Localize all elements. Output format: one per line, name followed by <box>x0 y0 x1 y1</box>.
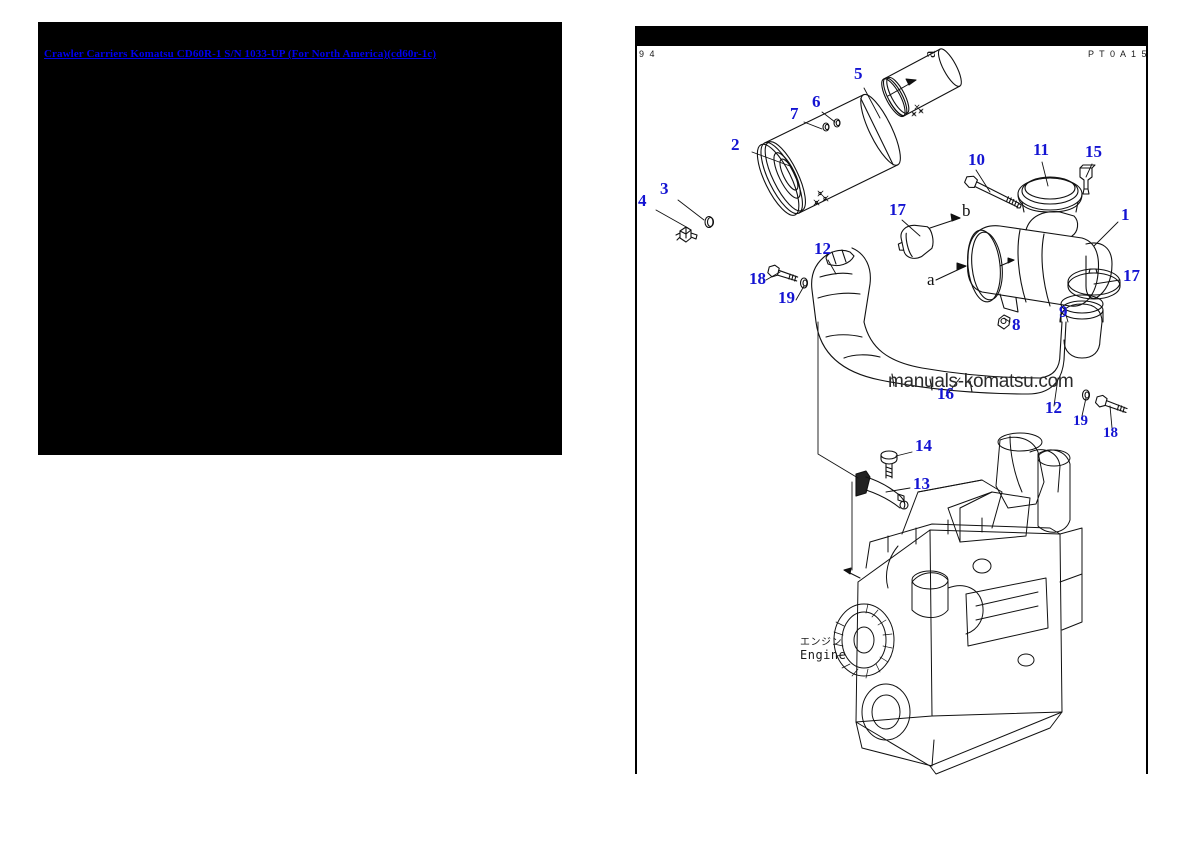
callout-13: 13 <box>913 474 930 493</box>
section-marker-a-bottom: a <box>927 270 935 289</box>
callout-3: 3 <box>660 179 669 198</box>
callout-6: 6 <box>812 92 821 111</box>
callout-5: 5 <box>854 64 863 83</box>
callout-12-right: 12 <box>1045 398 1062 417</box>
callout-12-left: 12 <box>814 239 831 258</box>
engine-label: エンジン Engine <box>800 636 846 662</box>
diagram-drawing-code: P T 0 A 1 5 <box>1088 49 1148 59</box>
diagram-top-bar <box>635 26 1148 46</box>
callout-9: 9 <box>1059 302 1068 321</box>
callout-18-right: 18 <box>1103 425 1118 441</box>
callout-16: 16 <box>937 384 954 403</box>
callout-7: 7 <box>790 104 799 123</box>
callout-17-left: 17 <box>889 200 906 219</box>
callout-14: 14 <box>915 436 932 455</box>
parts-diagram-pane: 9 4 P T 0 A 1 5 <box>630 22 1154 778</box>
document-preview-box <box>38 22 562 455</box>
callout-11: 11 <box>1033 140 1050 159</box>
section-marker-b: b <box>962 201 971 220</box>
callout-19-right: 19 <box>1073 413 1088 429</box>
watermark-text: manuals-komatsu.com <box>888 371 1074 392</box>
engine-label-japanese: エンジン <box>800 637 842 648</box>
callout-8: 8 <box>1012 315 1021 334</box>
callout-18-left: 18 <box>749 269 766 288</box>
callout-2: 2 <box>731 135 740 154</box>
engine-label-english: Engine <box>800 648 847 662</box>
section-marker-a-top: a <box>920 50 939 58</box>
diagram-page-number: 9 4 <box>639 49 657 59</box>
callout-17-right: 17 <box>1123 266 1140 285</box>
diagram-frame <box>635 26 1148 774</box>
callout-10: 10 <box>968 150 985 169</box>
callout-4: 4 <box>638 191 647 210</box>
diagram-line-art <box>630 22 1154 778</box>
callout-19-left: 19 <box>778 288 795 307</box>
callout-15: 15 <box>1085 142 1102 161</box>
callout-1: 1 <box>1121 205 1130 224</box>
document-title-link[interactable]: Crawler Carriers Komatsu CD60R-1 S/N 103… <box>44 48 437 60</box>
